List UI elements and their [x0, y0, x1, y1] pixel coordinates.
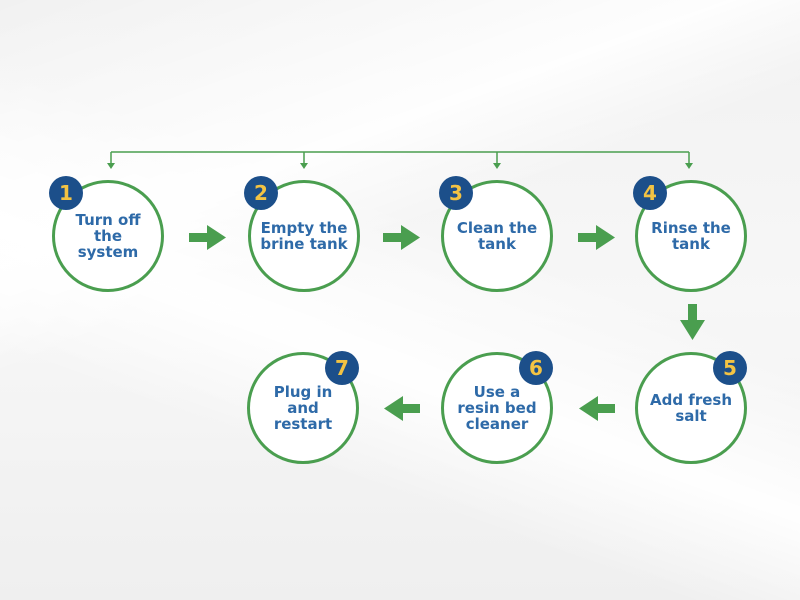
arrow-left-5	[579, 396, 615, 421]
step-7-badge: 7	[325, 351, 359, 385]
step-6-circle: Use a resin bed cleaner	[441, 352, 553, 464]
step-4-badge: 4	[633, 176, 667, 210]
step-5-badge: 5	[713, 351, 747, 385]
top-bracket-arrowheads	[107, 163, 693, 169]
step-2-label: Empty the brine tank	[260, 219, 348, 253]
step-6-badge: 6	[519, 351, 553, 385]
step-5-circle: Add fresh salt	[635, 352, 747, 464]
step-5-label: Add fresh salt	[649, 391, 732, 425]
step-6-label: Use a resin bed cleaner	[457, 383, 537, 433]
top-bracket	[110, 151, 690, 164]
step-1-label: Turn off the system	[75, 211, 141, 261]
step-1-circle: Turn off the system	[52, 180, 164, 292]
step-4-label: Rinse the tank	[651, 219, 731, 253]
step-1-badge: 1	[49, 176, 83, 210]
arrow-right-3	[578, 225, 615, 250]
arrow-left-6	[384, 396, 420, 421]
arrow-down-4	[680, 304, 705, 340]
arrow-right-2	[383, 225, 420, 250]
step-3-badge: 3	[439, 176, 473, 210]
arrow-right-1	[189, 225, 226, 250]
step-3-label: Clean the tank	[456, 219, 538, 253]
step-7-label: Plug in and restart	[273, 383, 333, 433]
step-2-badge: 2	[244, 176, 278, 210]
